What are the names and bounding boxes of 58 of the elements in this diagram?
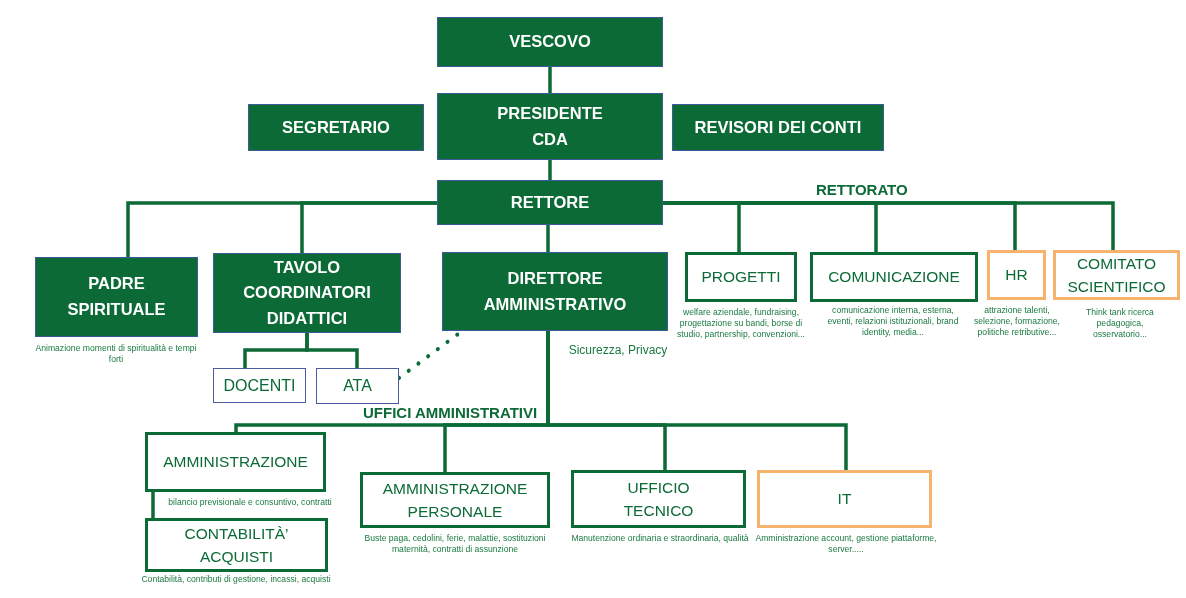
description-text: Buste paga, cedolini, ferie, malattie, sostituzioni maternità, contratti di assunzione: [363, 533, 547, 556]
description-text: Contabilità, contributi di gestione, incassi, acquisti: [140, 574, 332, 586]
connector-line: [548, 160, 552, 180]
box-label: ATA: [343, 377, 372, 395]
connector-line: [546, 225, 550, 252]
office-box: [145, 432, 326, 492]
description-text: Manutenzione ordinaria e straordinaria, qualità: [570, 533, 750, 545]
box-label: UFFICIO TECNICO: [622, 477, 695, 521]
box-label: COMITATO SCIENTIFICO: [1066, 253, 1167, 297]
section-heading: UFFICI AMMINISTRATIVI: [363, 404, 538, 421]
office-box: [685, 252, 797, 302]
description-text: comunicazione interna, esterna, eventi, relazioni istituzionali, brand identity, media...: [826, 305, 960, 339]
description-text: bilancio previsionale e consuntivo, contratti: [167, 497, 333, 509]
role-box: [437, 17, 663, 67]
description-text: Think tank ricerca pedagogica, osservatorio...: [1085, 307, 1155, 341]
connector-line: [663, 201, 1115, 250]
box-label: IT: [837, 489, 852, 510]
office-box: [987, 250, 1046, 300]
role-box: [35, 257, 198, 337]
box-label: AMMINISTRAZIONE: [163, 452, 308, 473]
box-label: HR: [1005, 265, 1028, 286]
office-box: [316, 368, 399, 404]
box-label: PADRE SPIRITUALE: [66, 273, 167, 320]
box-label: COMUNICAZIONE: [828, 267, 960, 288]
office-box: [757, 470, 932, 528]
box-label: VESCOVO: [509, 31, 591, 53]
box-label: DIRETTORE AMMINISTRATIVO: [482, 267, 628, 315]
box-label: CONTABILITÀ’ ACQUISTI: [183, 523, 290, 567]
box-label: SEGRETARIO: [282, 116, 390, 138]
box-label: RETTORE: [510, 191, 590, 213]
role-box: [442, 252, 668, 331]
connector-line: [151, 492, 155, 518]
box-label: REVISORI DEI CONTI: [694, 116, 862, 138]
description-text: Sicurezza, Privacy: [567, 343, 669, 359]
office-box: [360, 472, 550, 528]
description-text: Animazione momenti di spiritualità e tempi forti: [34, 343, 198, 366]
box-label: AMMINISTRAZIONE PERSONALE: [381, 478, 529, 522]
office-box: [1053, 250, 1180, 300]
section-heading: RETTORATO: [816, 181, 908, 198]
office-box: [810, 252, 978, 302]
connector-line: [546, 331, 848, 470]
description-text: welfare aziendale, fundraising, progettazione su bandi, borse di studio, partnership, convenzioni...: [676, 307, 806, 341]
office-box: [213, 368, 306, 403]
role-box: [213, 253, 401, 333]
role-box: [248, 104, 424, 151]
role-box: [437, 93, 663, 160]
description-text: attrazione talenti, selezione, formazione, politiche retributive...: [973, 305, 1061, 339]
role-box: [672, 104, 884, 151]
role-box: [437, 180, 663, 225]
office-box: [571, 470, 746, 528]
box-label: DOCENTI: [223, 376, 296, 395]
connector-line: [300, 201, 437, 253]
box-label: TAVOLO COORDINATORI DIDATTICI: [242, 256, 372, 329]
connector-line: [305, 333, 359, 368]
connector-line: [548, 67, 552, 93]
office-box: [145, 518, 328, 572]
box-label: PROGETTI: [701, 267, 781, 288]
box-label: PRESIDENTE CDA: [496, 102, 604, 150]
